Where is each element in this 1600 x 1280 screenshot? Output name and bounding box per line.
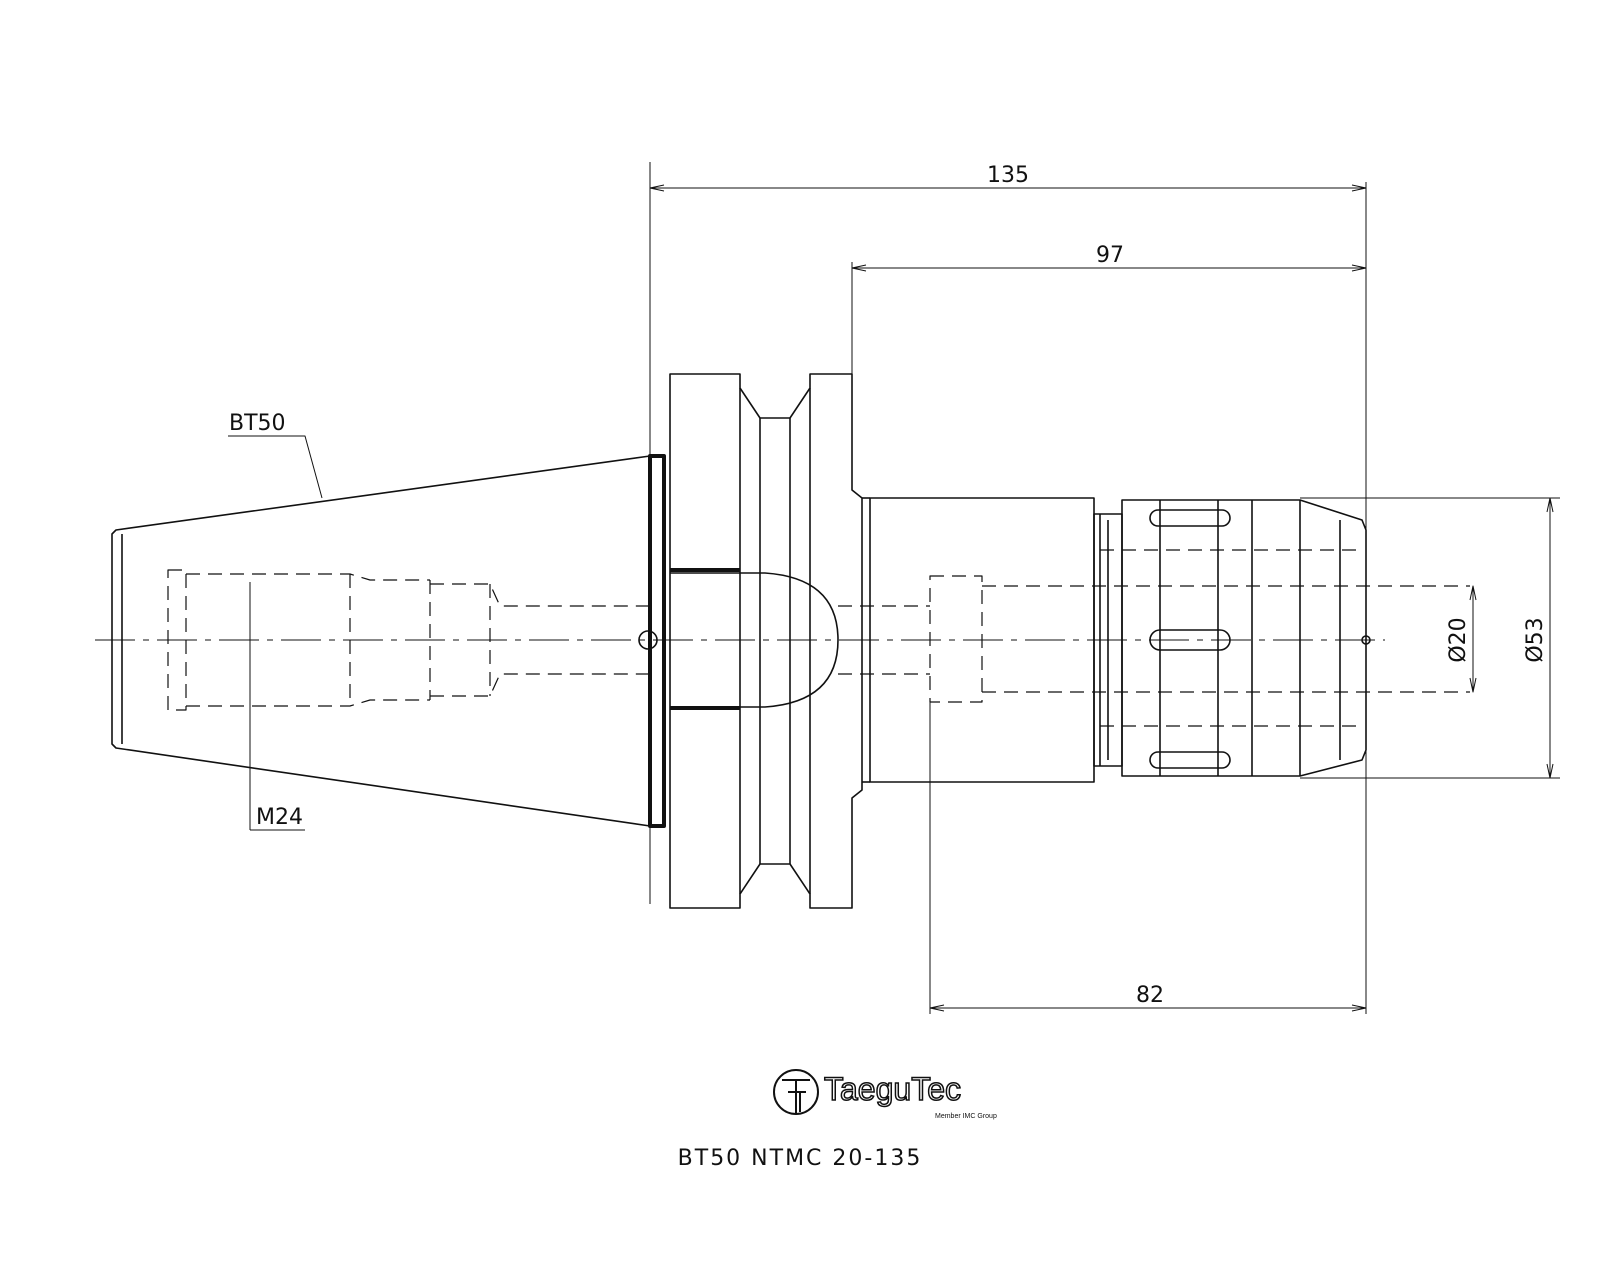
part-number-caption: BT50 NTMC 20-135 xyxy=(677,1146,923,1171)
collet-nut xyxy=(1093,499,1371,777)
dim-overall-length: 135 xyxy=(987,163,1029,188)
dim-gauge-length: 82 xyxy=(1136,983,1164,1008)
brand-tagline: Member IMC Group xyxy=(935,1113,997,1120)
hidden-lines xyxy=(167,549,1470,727)
dim-nose-diameter: Ø53 xyxy=(1523,617,1548,662)
label-thread: M24 xyxy=(256,805,303,830)
brand-name: TaeguTec xyxy=(824,1071,961,1107)
dimension-lines xyxy=(228,162,1560,1014)
taegutec-logo: TaeguTec Member IMC Group xyxy=(773,1069,997,1120)
dim-shank-length: 97 xyxy=(1096,243,1124,268)
taper-body xyxy=(111,455,651,827)
label-taper: BT50 xyxy=(229,411,286,436)
flange xyxy=(638,373,863,909)
dim-bore-diameter: Ø20 xyxy=(1446,617,1471,662)
